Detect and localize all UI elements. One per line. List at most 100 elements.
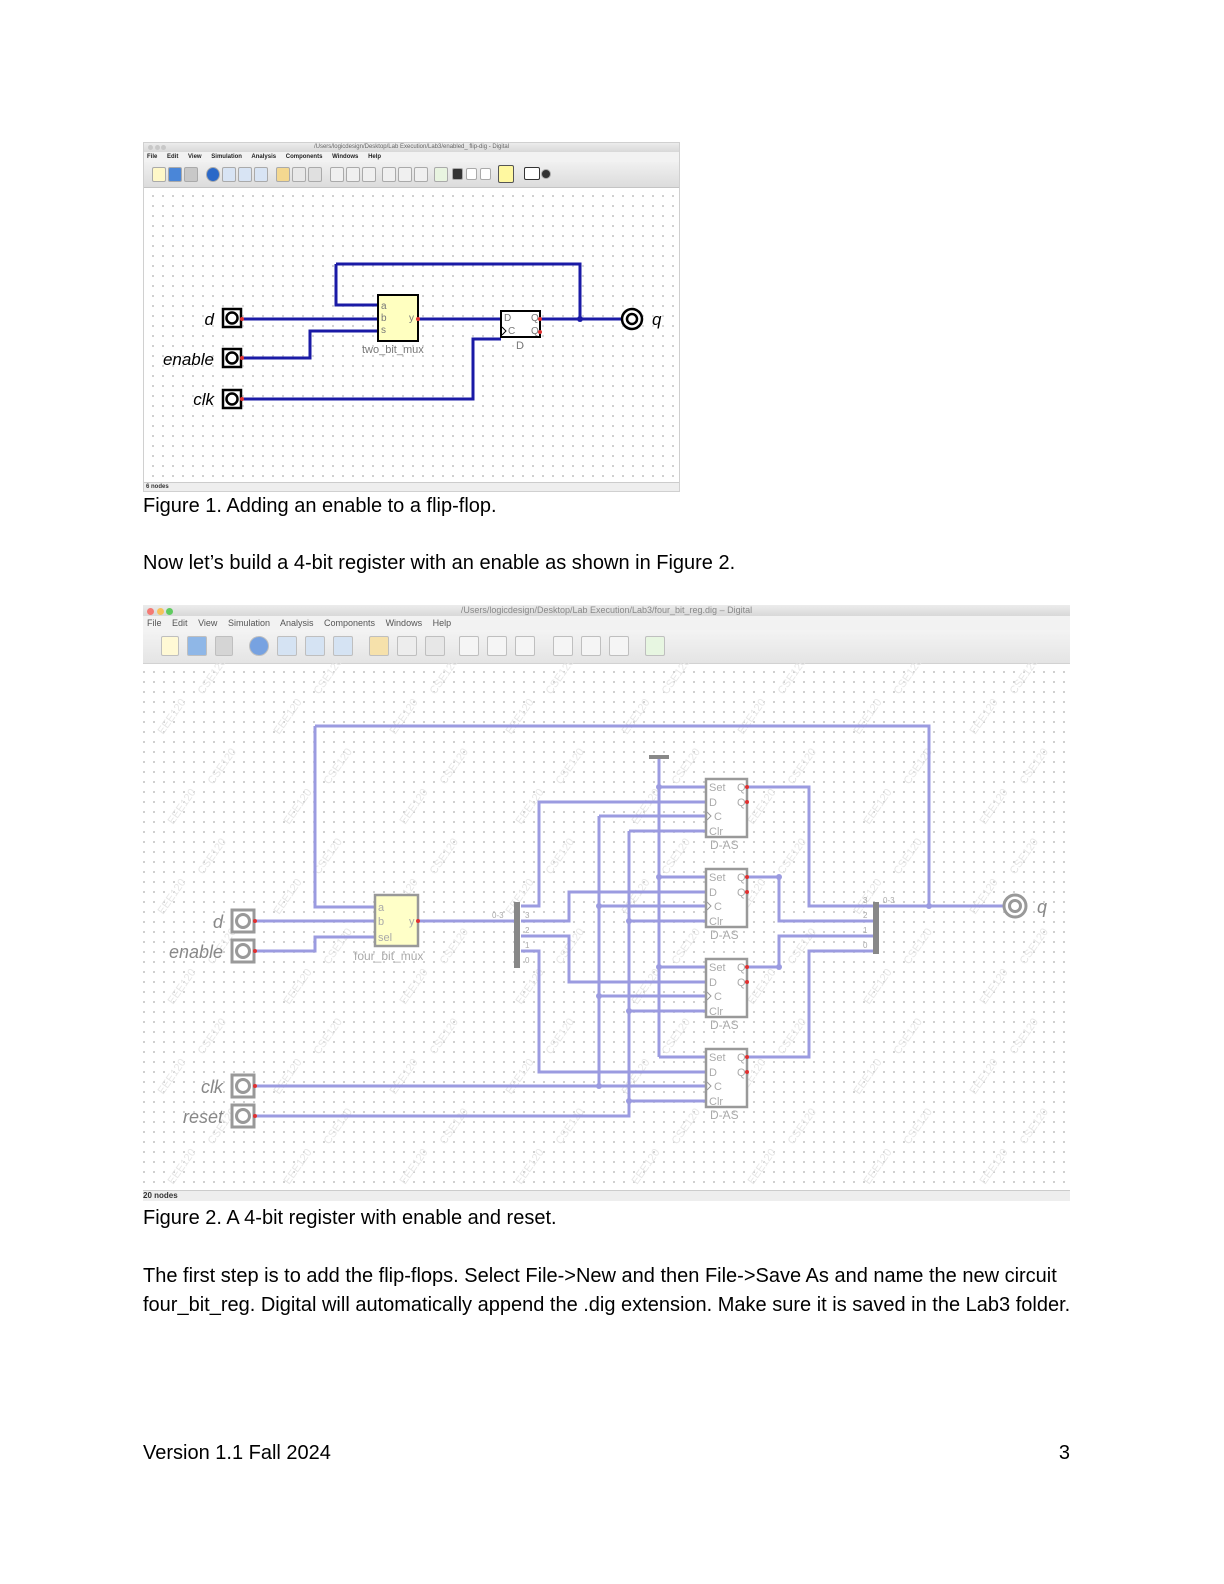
figure2-canvas[interactable] [143,663,1070,1191]
splitter-in-bit-0: 0 [525,956,530,965]
redo-icon[interactable] [292,167,306,182]
run-icon[interactable] [459,636,479,656]
gate-step-icon[interactable] [553,636,573,656]
menu-components[interactable]: Components [324,618,376,628]
step-icon[interactable] [487,636,507,656]
input-splitter[interactable]: 0-3 3 2 1 0 [492,902,530,968]
input-enable[interactable] [230,938,257,964]
stop-icon[interactable] [515,636,535,656]
watermark-text: CSE120 [544,656,577,696]
watermark-text: CSE120 [892,1016,925,1056]
menu-help[interactable]: Help [368,154,382,160]
minimize-icon[interactable] [156,608,164,615]
minimize-icon[interactable] [154,145,160,150]
zoom-out-icon[interactable] [305,636,325,656]
save-icon[interactable] [215,636,233,656]
watermark-text: EEE120 [156,697,189,737]
truth-table-icon[interactable] [452,168,463,180]
watermark-text: CSE120 [322,1106,355,1146]
input-clk[interactable] [221,388,244,410]
component-icon[interactable] [498,165,514,183]
zoom-in-icon[interactable] [333,636,353,656]
mux-block[interactable] [377,294,419,342]
input-d[interactable] [221,307,244,329]
gate-fast-icon[interactable] [609,636,629,656]
close-icon[interactable] [148,145,153,150]
gate-run-icon[interactable] [398,167,412,182]
menu-file[interactable]: File [147,154,158,160]
zoom-fit-icon[interactable] [277,636,297,656]
step-icon[interactable] [346,167,360,182]
delete-icon[interactable] [308,167,322,182]
gate-fast-icon[interactable] [414,167,428,182]
watermark-text: CSE120 [902,926,935,966]
menu-windows[interactable]: Windows [385,618,423,628]
zoom-in-icon[interactable] [222,167,236,182]
zoom-fit-icon[interactable] [254,167,268,182]
monitor-icon[interactable] [524,167,540,180]
menu-components[interactable]: Components [285,154,323,160]
delete-icon[interactable] [425,636,445,656]
input-reset[interactable] [230,1103,257,1129]
help-icon[interactable] [206,167,220,182]
input-clk[interactable] [230,1073,257,1099]
check-icon[interactable] [434,167,448,182]
output-q[interactable] [1002,893,1028,919]
menu-help[interactable]: Help [432,618,452,628]
menu-simulation[interactable]: Simulation [211,154,242,160]
menu-analysis[interactable]: Analysis [279,618,314,628]
mux-block[interactable] [373,893,420,948]
menu-view[interactable]: View [188,154,202,160]
run-icon[interactable] [330,167,344,182]
undo-icon[interactable] [369,636,389,656]
open-folder-icon[interactable] [168,167,182,182]
menu-file[interactable]: File [147,618,162,628]
watermark-text: CSE120 [902,1106,935,1146]
analysis-icon[interactable] [466,168,477,180]
menu-edit[interactable]: Edit [167,154,179,160]
close-icon[interactable] [147,608,154,615]
open-folder-icon[interactable] [187,636,207,656]
ff-pin-q: Q [737,782,746,794]
ff-pin-c: C [714,811,722,823]
menu-view[interactable]: View [198,618,218,628]
gate-run-icon[interactable] [581,636,601,656]
menu-simulation[interactable]: Simulation [227,618,270,628]
watermark-text: EEE120 [862,1147,895,1187]
redo-icon[interactable] [397,636,417,656]
menu-analysis[interactable]: Analysis [251,154,277,160]
input-clk-label: clk [201,1077,224,1097]
input-enable[interactable] [221,347,244,369]
watermark-text: EEE120 [852,697,885,737]
settings-icon[interactable] [541,169,551,179]
watermark-text: CSE120 [660,836,693,876]
expression-icon[interactable] [480,168,491,180]
watermark-text: CSE120 [786,926,819,966]
new-file-icon[interactable] [161,636,179,656]
gate-step-icon[interactable] [382,167,396,182]
mux-pin-sel: sel [378,932,392,944]
maximize-icon[interactable] [166,608,174,615]
help-icon[interactable] [249,636,269,656]
output-q[interactable] [620,307,644,331]
output-splitter[interactable]: 0-3 3 2 1 0 [863,896,895,954]
stop-icon[interactable] [362,167,376,182]
watermark-text: EEE120 [282,967,315,1007]
figure2-node-count: 20 nodes [143,1191,178,1200]
new-file-icon[interactable] [152,167,166,182]
menu-windows[interactable]: Windows [332,154,359,160]
watermark-text: EEE120 [282,787,315,827]
flipflop-block[interactable] [500,310,541,338]
undo-icon[interactable] [276,167,290,182]
menu-edit[interactable]: Edit [172,618,188,628]
ff-output-pin [745,1055,749,1059]
input-d[interactable] [230,908,257,934]
zoom-out-icon[interactable] [238,167,252,182]
save-icon[interactable] [184,167,198,182]
maximize-icon[interactable] [161,145,167,150]
check-icon[interactable] [645,636,665,656]
